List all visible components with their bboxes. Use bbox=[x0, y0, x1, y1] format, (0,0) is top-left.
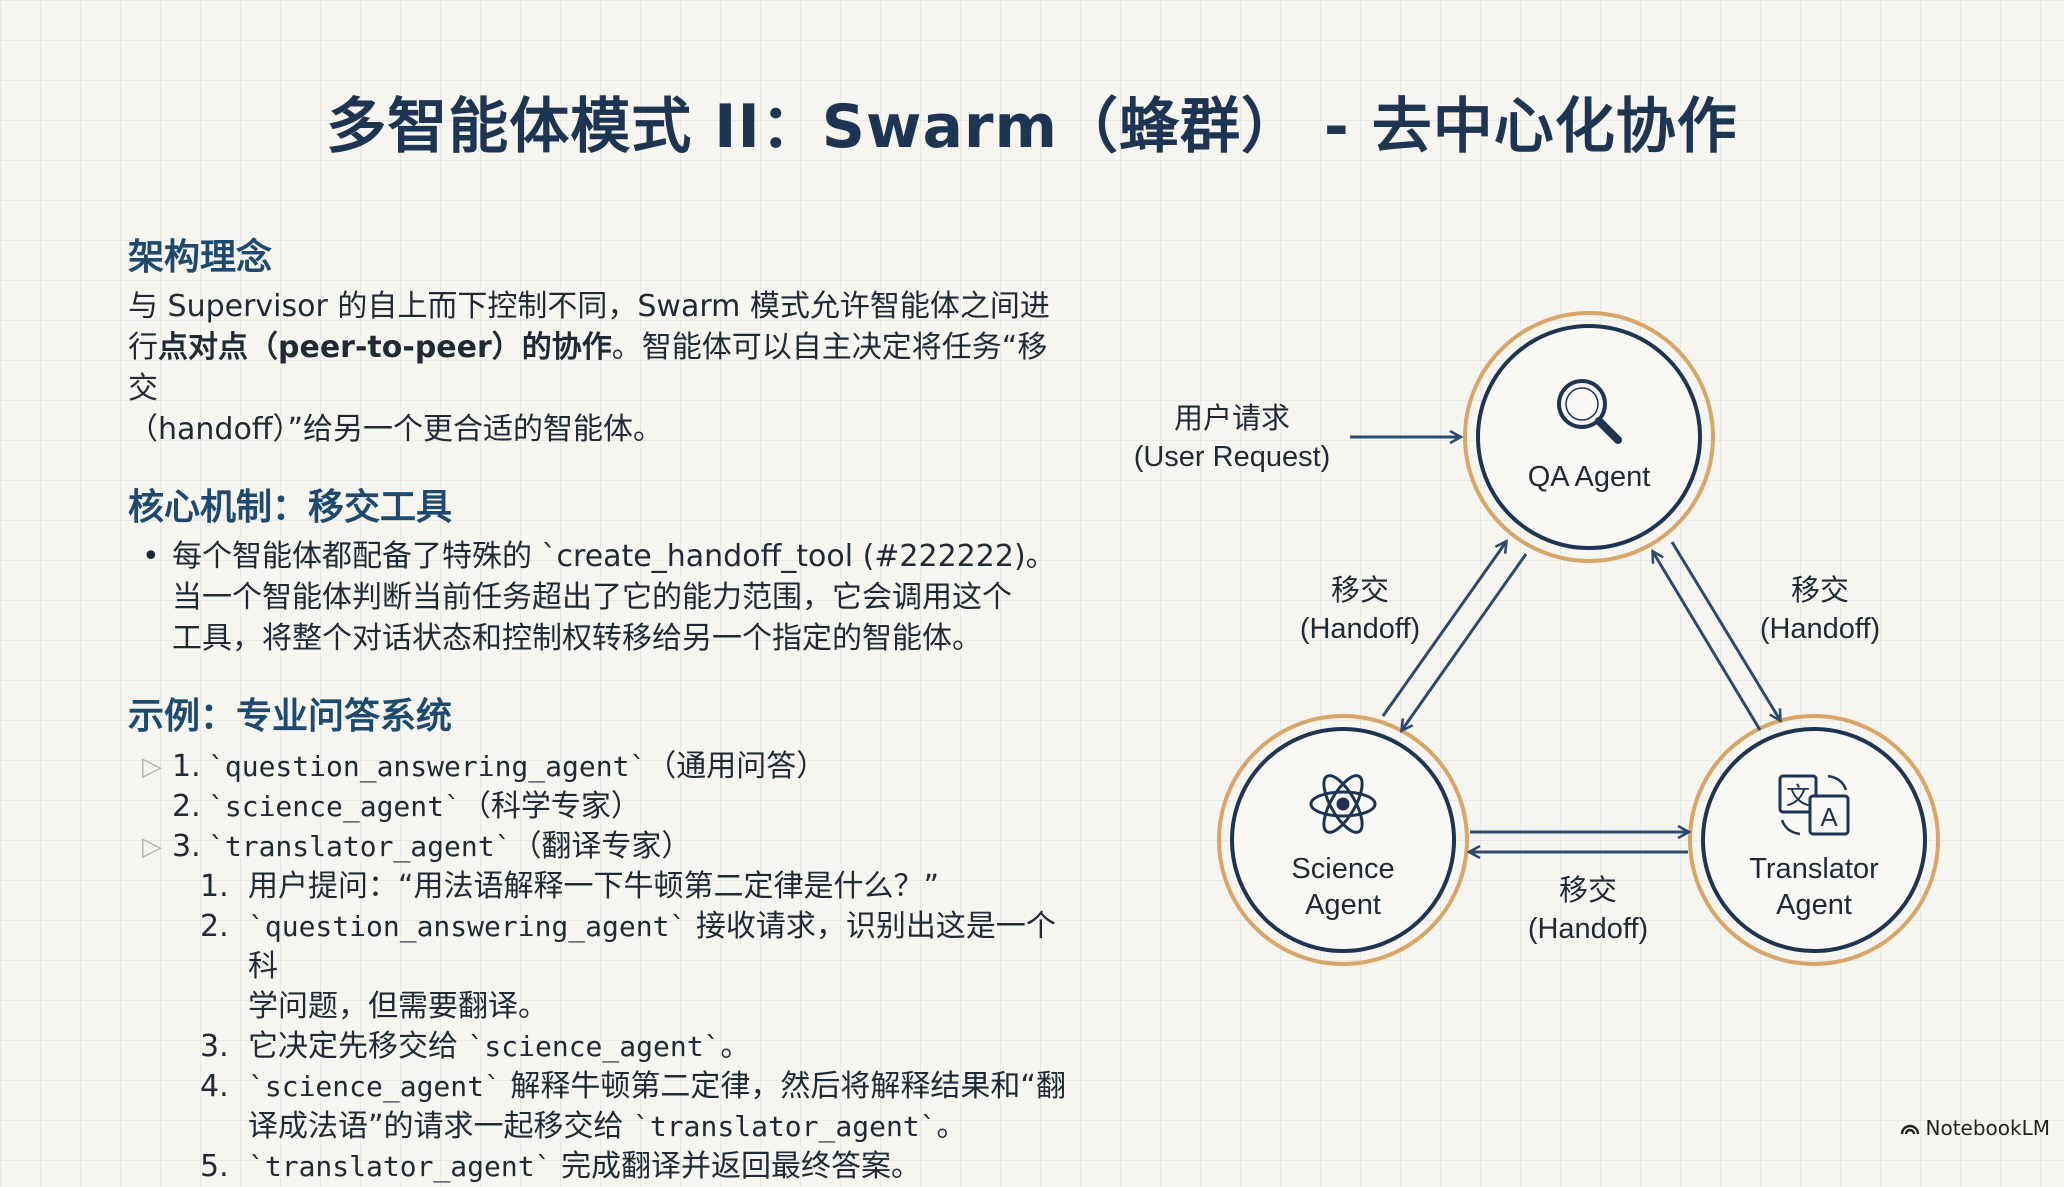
content-panel: 架构理念 与 Supervisor 的自上而下控制不同，Swarm 模式允许智能… bbox=[128, 228, 1068, 1187]
handoff-arrow-science-to-qa bbox=[1381, 542, 1506, 717]
list-item[interactable]: ▷ 3. `translator_agent`（翻译专家） bbox=[128, 827, 1068, 867]
agent-desc: （通用问答） bbox=[646, 749, 827, 784]
section-heading-example: 示例：专业问答系统 bbox=[128, 696, 453, 737]
agent-code: `translator_agent` bbox=[208, 830, 512, 863]
science-agent-label: Science bbox=[1291, 853, 1394, 885]
brand-logo: NotebookLM bbox=[1900, 1116, 2051, 1140]
step-item: 3. 它决定先移交给 `science_agent`。 bbox=[200, 1027, 1068, 1067]
bullet-dot: • bbox=[142, 539, 160, 574]
list-item: 2. `science_agent`（科学专家） bbox=[128, 787, 1068, 827]
step-item: 5. `translator_agent` 完成翻译并返回最终答案。 bbox=[200, 1147, 1068, 1187]
handoff-label-right-en: (Handoff) bbox=[1760, 613, 1880, 645]
mechanism-line-1: 每个智能体都配备了特殊的 `create_handoff_tool (#2222… bbox=[172, 539, 1056, 574]
section-heading-mechanism: 核心机制：移交工具 bbox=[128, 487, 453, 528]
handoff-arrow-translator-to-qa bbox=[1653, 552, 1762, 731]
user-request-label-en: (User Request) bbox=[1134, 441, 1331, 473]
step-text: 用户提问：“用法语解释一下牛顿第二定律是什么？” bbox=[248, 869, 940, 904]
architecture-line-1: 与 Supervisor 的自上而下控制不同，Swarm 模式允许智能体之间进 bbox=[128, 289, 1050, 324]
collapse-triangle-icon[interactable]: ▷ bbox=[142, 752, 162, 782]
handoff-label-bottom-en: (Handoff) bbox=[1528, 913, 1648, 945]
list-item[interactable]: ▷ 1. `question_answering_agent`（通用问答） bbox=[128, 747, 1068, 787]
step-item: 2. `question_answering_agent` 接收请求，识别出这是… bbox=[200, 907, 1068, 1027]
handoff-label-right: 移交 bbox=[1791, 574, 1849, 607]
swarm-diagram: 用户请求 (User Request) QA Agent Science Age… bbox=[1134, 311, 1940, 966]
science-agent-node[interactable]: Science Agent bbox=[1217, 714, 1469, 966]
list-number: 2. bbox=[172, 789, 201, 824]
search-icon bbox=[1557, 379, 1622, 444]
step-text: 它决定先移交给 `science_agent`。 bbox=[248, 1029, 751, 1064]
translator-agent-label-2: Agent bbox=[1776, 889, 1852, 921]
architecture-line-2: 行点对点（peer-to-peer）的协作。智能体可以自主决定将任务“移交 bbox=[128, 330, 1048, 406]
qa-agent-node[interactable]: QA Agent bbox=[1463, 311, 1715, 563]
example-list: ▷ 1. `question_answering_agent`（通用问答） 2.… bbox=[128, 747, 1068, 1187]
user-request-label: 用户请求 bbox=[1174, 402, 1290, 435]
atom-icon bbox=[1309, 774, 1377, 834]
notebooklm-logo-icon bbox=[1900, 1124, 1919, 1135]
list-number: 1. bbox=[172, 749, 201, 784]
step-item: 4. `science_agent` 解释牛顿第二定律，然后将解释结果和“翻译成… bbox=[200, 1067, 1068, 1147]
collapse-triangle-icon[interactable]: ▷ bbox=[142, 832, 162, 862]
list-number: 3. bbox=[172, 829, 201, 864]
handoff-arrow-qa-to-science bbox=[1402, 553, 1528, 730]
science-agent-label-2: Agent bbox=[1305, 889, 1381, 921]
translator-agent-label: Translator bbox=[1749, 853, 1879, 885]
mechanism-bullet: • 每个智能体都配备了特殊的 `create_handoff_tool (#22… bbox=[128, 536, 1068, 659]
agent-code: `question_answering_agent` bbox=[208, 750, 647, 783]
svg-text:A: A bbox=[1820, 802, 1838, 832]
handoff-arrow-qa-to-translator bbox=[1670, 541, 1780, 720]
architecture-line-3: （handoff）”给另一个更合适的智能体。 bbox=[128, 412, 664, 447]
peer-to-peer-emphasis: 点对点（peer-to-peer）的协作 bbox=[158, 330, 612, 365]
section-heading-architecture: 架构理念 bbox=[128, 237, 273, 278]
translator-agent-node[interactable]: 文 A Translator Agent bbox=[1688, 714, 1940, 966]
page-title: 多智能体模式 II：Swarm（蜂群） - 去中心化协作 bbox=[326, 92, 1738, 162]
step-text: `science_agent` 解释牛顿第二定律，然后将解释结果和“翻译成法语”… bbox=[248, 1069, 1066, 1144]
translate-icon: 文 A bbox=[1778, 774, 1850, 836]
step-item: 1. 用户提问：“用法语解释一下牛顿第二定律是什么？” bbox=[200, 867, 1068, 907]
handoff-label-left-en: (Handoff) bbox=[1300, 613, 1420, 645]
handoff-label-bottom: 移交 bbox=[1559, 874, 1617, 907]
agent-code: `science_agent` bbox=[208, 790, 461, 823]
mechanism-line-2: 当一个智能体判断当前任务超出了它的能力范围，它会调用这个 bbox=[172, 580, 1012, 615]
qa-agent-label: QA Agent bbox=[1528, 461, 1651, 493]
agent-desc: （翻译专家） bbox=[511, 829, 692, 864]
handoff-label-left: 移交 bbox=[1331, 574, 1389, 607]
brand-name: NotebookLM bbox=[1925, 1116, 2051, 1140]
agent-desc: （科学专家） bbox=[460, 789, 641, 824]
architecture-paragraph: 与 Supervisor 的自上而下控制不同，Swarm 模式允许智能体之间进 … bbox=[128, 286, 1068, 450]
step-text: `question_answering_agent` 接收请求，识别出这是一个科… bbox=[248, 909, 1056, 1024]
step-text: `translator_agent` 完成翻译并返回最终答案。 bbox=[248, 1149, 921, 1184]
svg-text:文: 文 bbox=[1786, 783, 1810, 810]
mechanism-line-3: 工具，将整个对话状态和控制权转移给另一个指定的智能体。 bbox=[172, 621, 982, 656]
